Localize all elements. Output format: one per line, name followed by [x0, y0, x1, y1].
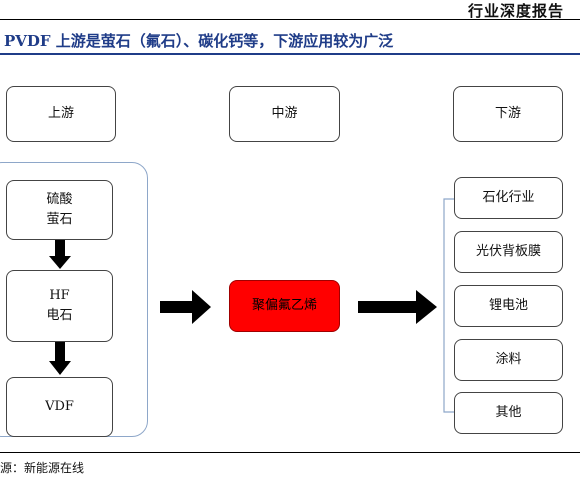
upstream-node-line: 电石	[46, 308, 73, 323]
upstream-node-vdf: VDF	[6, 377, 113, 437]
upstream-node-line: VDF	[45, 399, 74, 414]
downstream-header-box: 下游	[453, 86, 563, 142]
section-title: PVDF 上游是萤石（氟石）、碳化钙等，下游应用较为广泛	[4, 32, 394, 50]
down-arrow-icon	[49, 342, 71, 375]
section-divider	[0, 53, 580, 55]
downstream-bracket	[443, 198, 454, 413]
upstream-node-line: 硫酸	[46, 192, 73, 207]
midstream-header-box: 中游	[229, 86, 340, 142]
downstream-item-label: 其他	[495, 405, 522, 420]
upstream-header-box: 上游	[6, 86, 116, 142]
report-type-label: 行业深度报告	[467, 2, 564, 20]
upstream-node-line: HF	[49, 288, 70, 303]
downstream-item-label: 涂料	[495, 352, 522, 367]
downstream-item-other: 其他	[454, 392, 563, 434]
upstream-node-sulfuric-fluorite: 硫酸 萤石	[6, 180, 113, 240]
downstream-item-label: 光伏背板膜	[475, 244, 541, 259]
right-arrow-icon	[160, 290, 211, 324]
product-node-pvdf: 聚偏氟乙烯	[229, 280, 340, 332]
downstream-item-label: 石化行业	[482, 190, 535, 205]
downstream-item-petrochemical: 石化行业	[454, 177, 563, 219]
product-label: 聚偏氟乙烯	[251, 298, 317, 313]
downstream-item-lithium-battery: 锂电池	[454, 285, 563, 327]
midstream-header-label: 中游	[271, 106, 298, 121]
upstream-header-label: 上游	[47, 106, 74, 121]
downstream-item-label: 锂电池	[488, 298, 528, 313]
downstream-item-coatings: 涂料	[454, 339, 563, 381]
upstream-node-line: 萤石	[46, 212, 73, 227]
downstream-item-pv-backsheet: 光伏背板膜	[454, 231, 563, 273]
header-divider	[0, 19, 580, 20]
downstream-header-label: 下游	[494, 106, 521, 121]
footer-divider	[0, 452, 580, 453]
source-note: 源：新能源在线	[0, 461, 85, 475]
down-arrow-icon	[49, 240, 71, 269]
right-arrow-icon	[358, 290, 437, 324]
upstream-node-hf-carbide: HF 电石	[6, 270, 113, 342]
